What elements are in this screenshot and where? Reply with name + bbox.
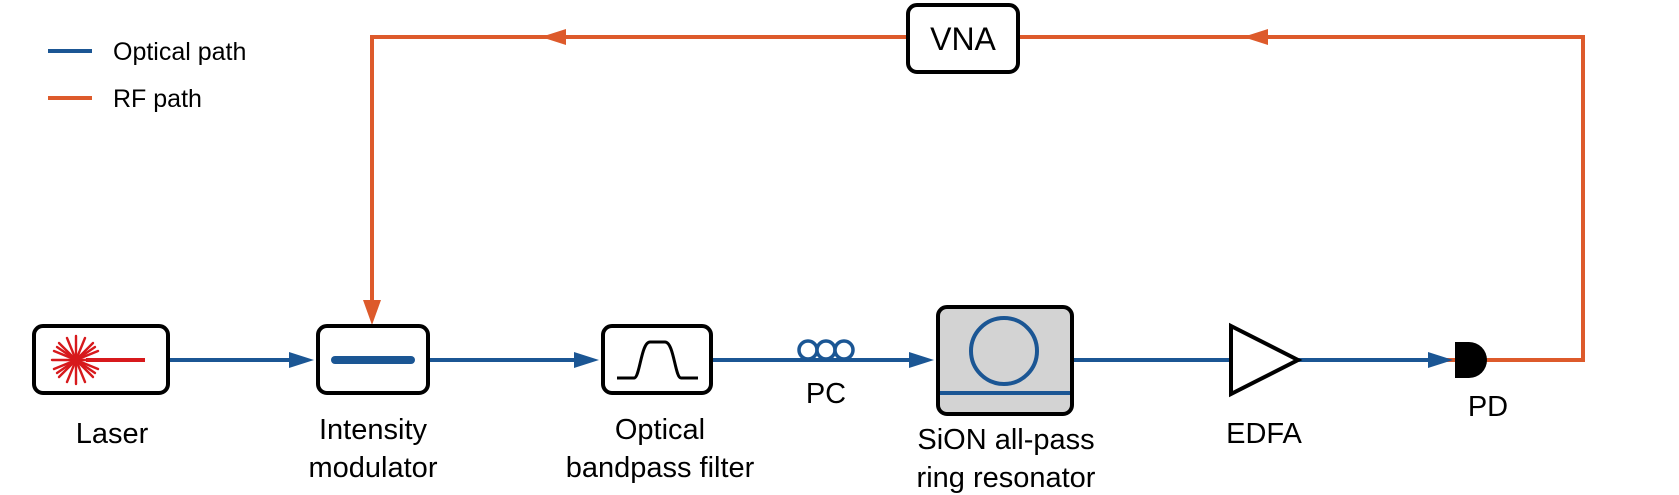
- edfa-block: EDFA: [1226, 322, 1303, 450]
- filter-label-line2: bandpass filter: [566, 452, 755, 484]
- pd-block: PD: [1455, 342, 1508, 423]
- resonator-label-line2: ring resonator: [917, 462, 1096, 494]
- modulator-label-line1: Intensity: [319, 414, 427, 446]
- bandpass-response-icon: [617, 340, 698, 380]
- vna-block: VNA: [906, 3, 1020, 74]
- fiber-loops-icon: [797, 339, 855, 361]
- legend: Optical path RF path: [48, 38, 246, 113]
- edfa-label: EDFA: [1226, 418, 1302, 450]
- rf-arrow-head-down: [363, 300, 381, 325]
- filter-label-line1: Optical: [615, 414, 705, 446]
- optical-arrow-head-4: [1428, 352, 1453, 368]
- laser-block: Laser: [32, 324, 170, 450]
- resonator-label-line1: SiON all-pass: [917, 424, 1094, 456]
- rf-arrow-head-left: [541, 29, 566, 45]
- pc-label: PC: [806, 378, 846, 410]
- rf-arrow-head-right: [1243, 29, 1268, 45]
- modulator-block: Intensity modulator: [309, 324, 438, 484]
- resonator-block: SiON all-pass ring resonator: [917, 305, 1096, 494]
- amplifier-triangle-icon: [1229, 322, 1303, 398]
- rf-path: [363, 29, 1585, 362]
- vna-label: VNA: [930, 21, 996, 57]
- optical-arrows: [289, 352, 1453, 368]
- optical-arrow-head-2: [574, 352, 599, 368]
- filter-block: Optical bandpass filter: [566, 324, 755, 484]
- modulator-label-line2: modulator: [309, 452, 438, 484]
- photodetector-icon: [1455, 342, 1487, 378]
- legend-rf-label: RF path: [113, 85, 202, 113]
- laser-starburst-icon: [50, 334, 102, 386]
- filter-box: [601, 324, 713, 395]
- laser-label: Laser: [76, 418, 149, 450]
- resonator-box: [936, 305, 1074, 416]
- rf-line-pd-to-vna: [1018, 35, 1585, 362]
- legend-optical-label: Optical path: [113, 38, 246, 66]
- ring-resonator-icon: [969, 316, 1039, 386]
- vna-box: [906, 3, 1020, 74]
- optical-arrow-head-3: [909, 352, 934, 368]
- pd-label: PD: [1468, 391, 1508, 423]
- optical-arrow-head-1: [289, 352, 314, 368]
- pc-block: PC: [797, 339, 855, 410]
- rf-line-vna-to-modulator: [370, 35, 906, 310]
